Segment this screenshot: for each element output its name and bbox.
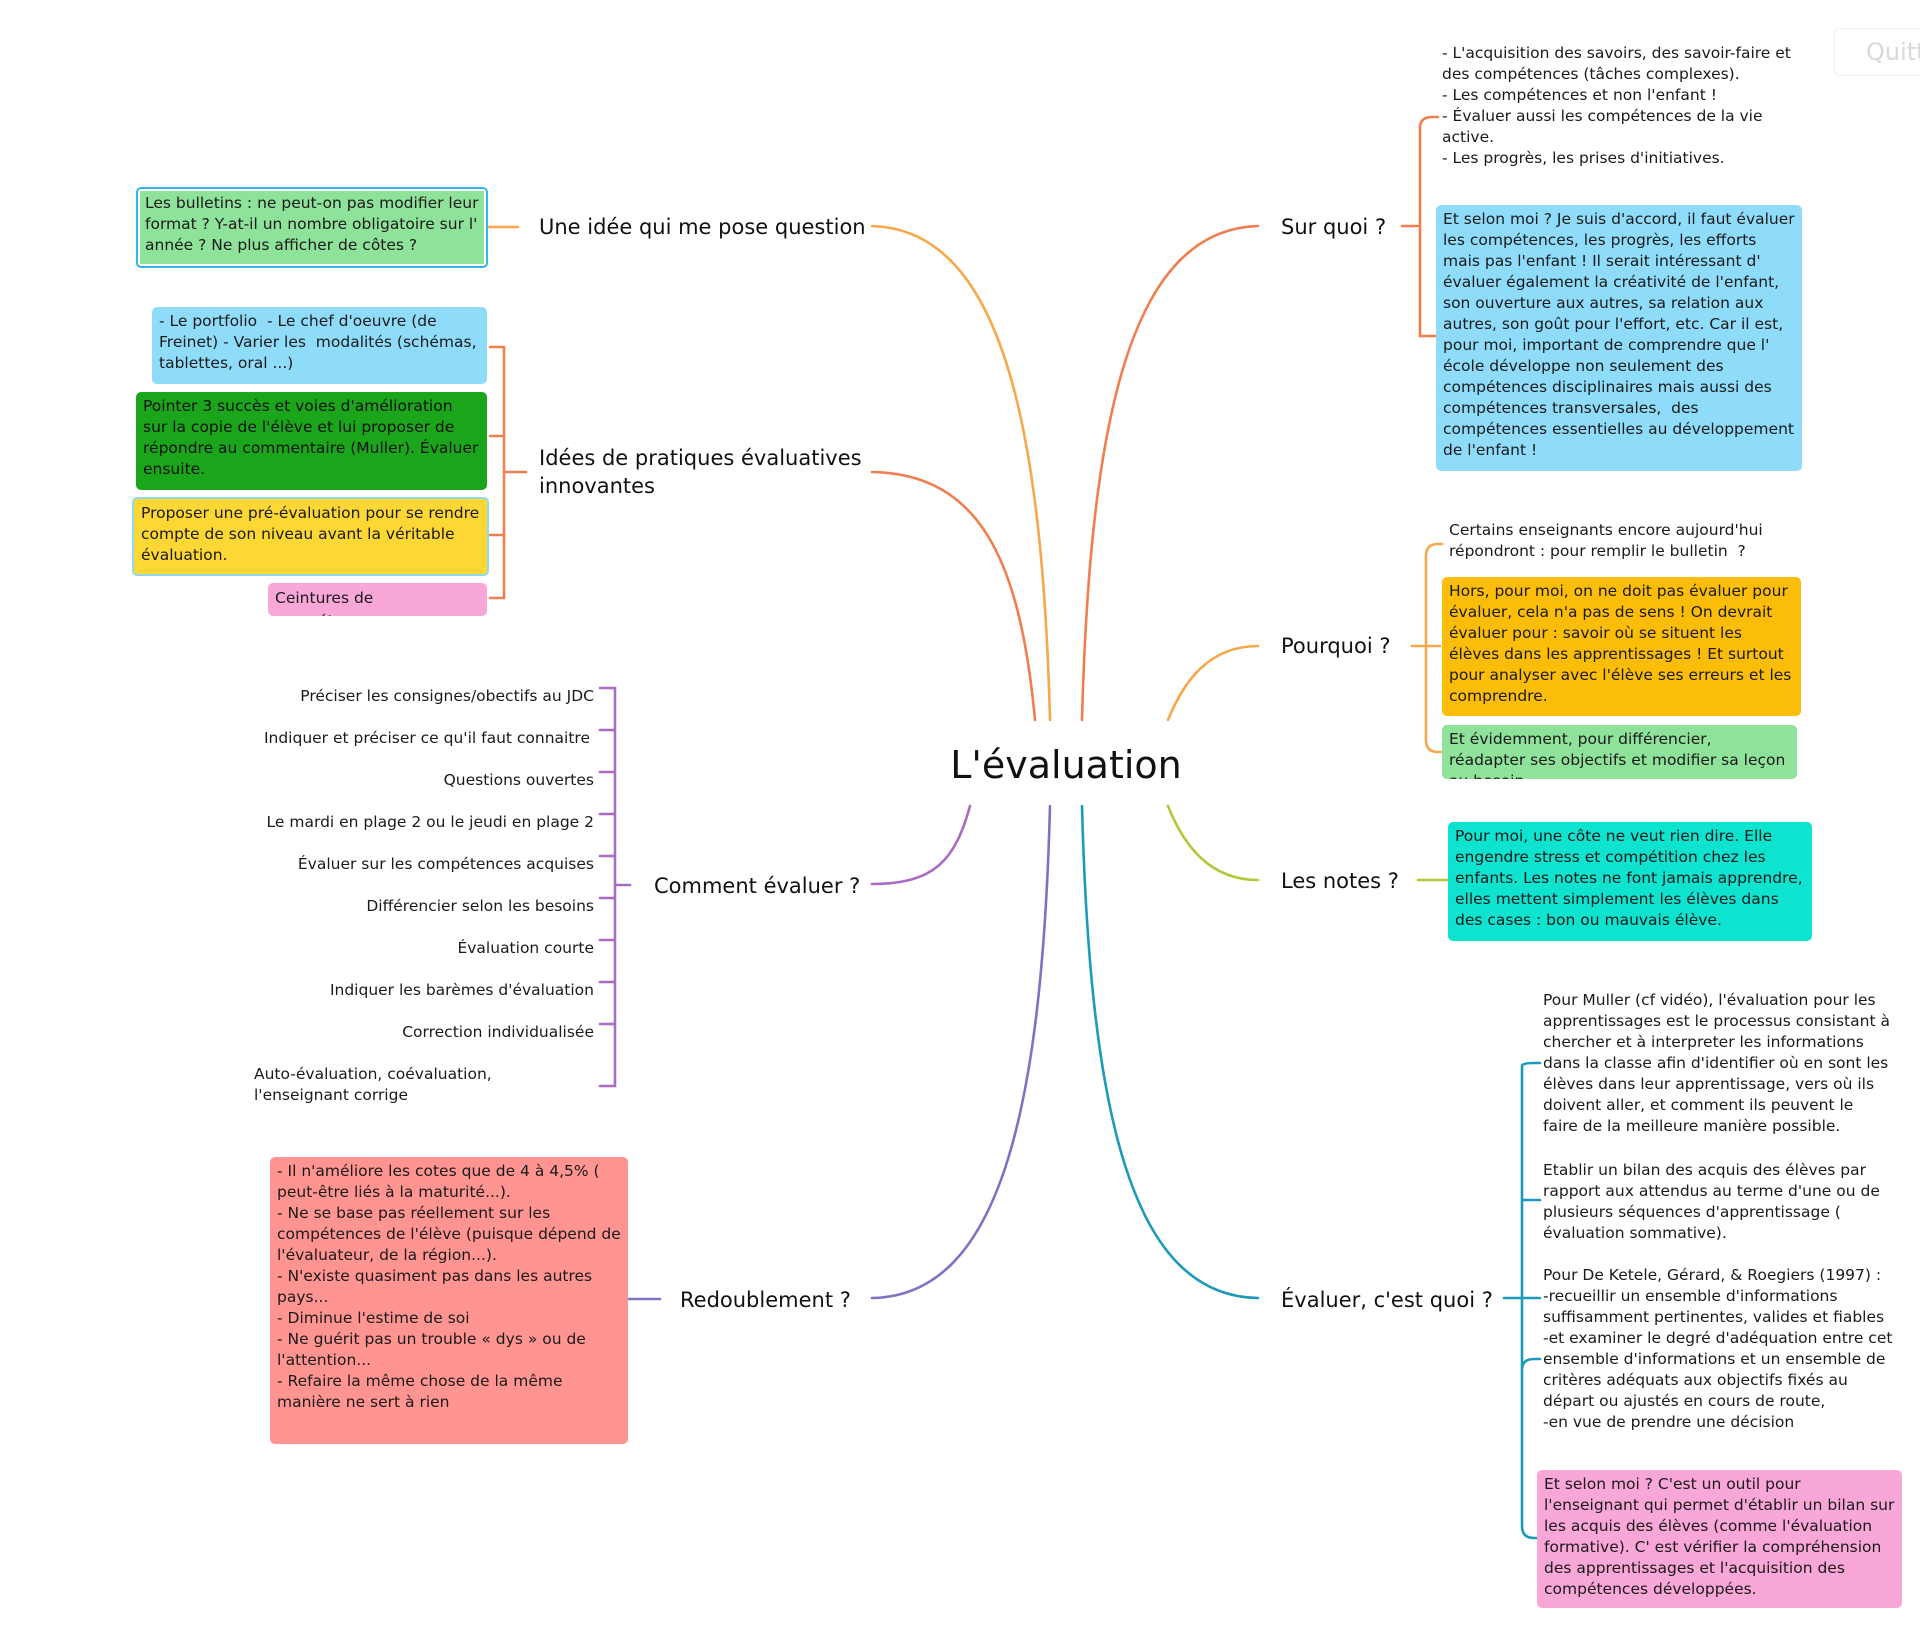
branch-comment[interactable]: Comment évaluer ?: [654, 874, 861, 898]
leaf-comment-3[interactable]: Questions ouvertes: [443, 771, 594, 789]
leaf-comment-9[interactable]: Correction individualisée: [402, 1023, 594, 1041]
link-notes: [1166, 804, 1260, 882]
note-pre-evaluation[interactable]: Proposer une pré-évaluation pour se rend…: [132, 497, 489, 576]
note-notes[interactable]: Pour moi, une côte ne veut rien dire. El…: [1448, 822, 1812, 941]
note-pointer-succes[interactable]: Pointer 3 succès et voies d'amélioration…: [136, 392, 487, 490]
link-comment: [870, 804, 972, 886]
link-redoublement: [870, 804, 1052, 1300]
leaf-comment-4[interactable]: Le mardi en plage 2 ou le jeudi en plage…: [266, 813, 594, 831]
central-topic[interactable]: L'évaluation: [950, 743, 1182, 787]
branch-idee[interactable]: Une idée qui me pose question: [539, 215, 866, 239]
note-pourquoi-differencier[interactable]: Et évidemment, pour différencier, réadap…: [1442, 725, 1797, 779]
leaf-comment-2[interactable]: Indiquer et préciser ce qu'il faut conna…: [263, 729, 590, 747]
leaf-comment-6[interactable]: Différencier selon les besoins: [366, 897, 594, 915]
leaf-comment-5[interactable]: Évaluer sur les compétences acquises: [297, 855, 594, 873]
branch-pratiques[interactable]: Idées de pratiques évaluatives innovante…: [539, 446, 862, 498]
leaf-comment-10[interactable]: Auto-évaluation, coévaluation, l'enseign…: [254, 1065, 492, 1104]
bracket-pratiques: [488, 345, 528, 600]
quit-label[interactable]: Quitt: [1866, 38, 1920, 66]
bracket-surquoi: [1400, 115, 1440, 338]
leaf-comment-1[interactable]: Préciser les consignes/obectifs au JDC: [300, 687, 594, 705]
note-bilan[interactable]: Etablir un bilan des acquis des élèves p…: [1543, 1161, 1885, 1242]
link-evaluer: [1080, 804, 1260, 1300]
note-redoublement[interactable]: - Il n'améliore les cotes que de 4 à 4,5…: [270, 1157, 628, 1444]
branch-evaluer[interactable]: Évaluer, c'est quoi ?: [1281, 1288, 1493, 1312]
link-idee: [870, 224, 1052, 722]
note-pourquoi-bulletin[interactable]: Certains enseignants encore aujourd'hui …: [1449, 521, 1768, 560]
note-pourquoi-sens[interactable]: Hors, pour moi, on ne doit pas évaluer p…: [1442, 577, 1801, 716]
link-surquoi: [1080, 224, 1260, 722]
note-ceintures[interactable]: Ceintures de compétences: [268, 583, 487, 616]
leaf-comment-8[interactable]: Indiquer les barèmes d'évaluation: [329, 981, 594, 999]
branch-redoublement[interactable]: Redoublement ?: [680, 1288, 851, 1312]
bracket-comment: [598, 686, 632, 1088]
bracket-evaluer: [1502, 1061, 1542, 1540]
bracket-pourquoi: [1410, 542, 1444, 754]
note-de-ketele[interactable]: Pour De Ketele, Gérard, & Roegiers (1997…: [1543, 1266, 1893, 1431]
quit-button[interactable]: [1834, 28, 1920, 76]
note-muller[interactable]: Pour Muller (cf vidéo), l'évaluation pou…: [1543, 991, 1895, 1135]
note-surquoi-avis[interactable]: Et selon moi ? Je suis d'accord, il faut…: [1436, 205, 1802, 471]
note-bulletins[interactable]: Les bulletins : ne peut-on pas modifier …: [136, 187, 488, 268]
leaf-comment-7[interactable]: Évaluation courte: [457, 939, 594, 957]
link-pourquoi: [1166, 644, 1260, 722]
branch-surquoi[interactable]: Sur quoi ?: [1281, 215, 1387, 239]
link-pratiques: [870, 470, 1037, 722]
branch-pourquoi[interactable]: Pourquoi ?: [1281, 634, 1391, 658]
note-surquoi-liste[interactable]: - L'acquisition des savoirs, des savoir-…: [1442, 44, 1791, 167]
note-evaluer-avis[interactable]: Et selon moi ? C'est un outil pour l'ens…: [1537, 1470, 1902, 1608]
branch-notes[interactable]: Les notes ?: [1281, 869, 1399, 893]
note-portfolio[interactable]: - Le portfolio - Le chef d'oeuvre (de Fr…: [152, 307, 487, 384]
